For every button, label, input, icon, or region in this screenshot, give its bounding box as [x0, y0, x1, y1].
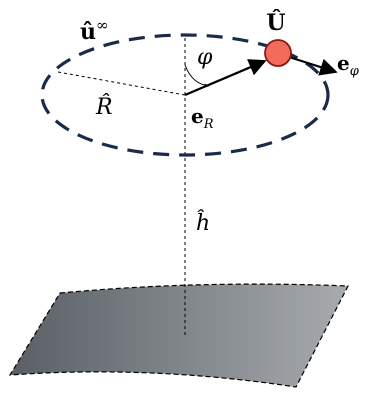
u-infinity-label: û∞ — [80, 16, 109, 45]
e-phi-base: e — [337, 51, 350, 75]
ground-surface — [8, 283, 349, 388]
orbit-ellipse — [40, 33, 330, 157]
u-hat-label: Û — [266, 9, 285, 36]
phi-label: φ — [197, 45, 213, 70]
e-r-sub: R — [203, 117, 214, 132]
e-r-label: eR — [191, 104, 214, 132]
u-infinity-sup: ∞ — [96, 16, 109, 34]
e-phi-sub: φ — [350, 64, 360, 79]
radius-line — [57, 71, 186, 96]
r-hat-label: R̂ — [95, 94, 113, 120]
e-phi-vector — [288, 55, 338, 76]
e-r-base: e — [191, 104, 204, 128]
u-infinity-base: û — [80, 19, 96, 45]
e-r-vector — [184, 59, 267, 97]
e-phi-label: eφ — [337, 51, 360, 79]
particle — [264, 39, 292, 67]
h-hat-label: ĥ — [196, 209, 210, 236]
